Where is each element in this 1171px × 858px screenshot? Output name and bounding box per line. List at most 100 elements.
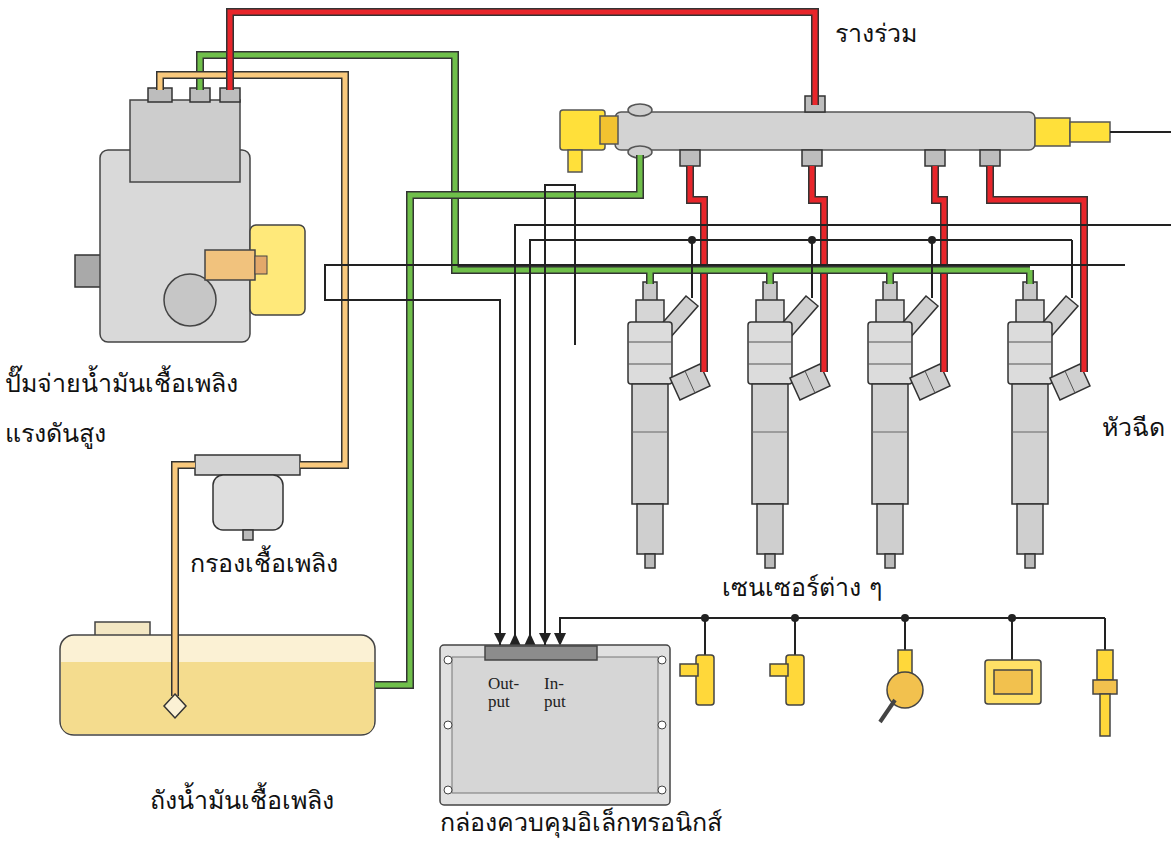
pipe-fill [160, 75, 345, 465]
injector-symbol [1008, 282, 1090, 568]
node-text: แรงดันสูง [5, 418, 106, 449]
pump-drawing [220, 88, 240, 102]
filter-drawing [195, 455, 300, 540]
common-rail: รางร่วม [560, 105, 1125, 155]
filter-drawing [243, 530, 253, 540]
node-text: In- put [544, 675, 588, 711]
rail-drawing [925, 150, 945, 166]
tank-drawing [171, 635, 179, 696]
return-line [200, 55, 1030, 284]
junction-dot [791, 614, 799, 622]
tank-drawing [173, 635, 178, 696]
filter-drawing [195, 455, 300, 475]
ecu-box: Out- putIn- putกล่องควบคุมอิเล็กทรอนิกส์ [440, 645, 670, 805]
sensor-symbol [770, 664, 788, 676]
node-title: ถังน้ำมันเชื้อเพลิง [150, 785, 334, 816]
injector-label: หัวฉีด [1102, 412, 1165, 443]
injector-symbol [748, 282, 830, 568]
sensor-symbol [1093, 680, 1117, 694]
pump-box: ปั๊มจ่ายน้ำมันเชื้อเพลิงแรงดันสูง [75, 90, 305, 345]
fuel-pipe [375, 155, 640, 685]
sensor-symbol [1097, 650, 1113, 680]
arrow-head [509, 633, 521, 646]
rail-drawing [568, 150, 582, 172]
sensor-symbol [1100, 694, 1110, 736]
rail-drawing [1070, 122, 1110, 142]
rail-drawing [680, 150, 700, 166]
rail-drawing [628, 104, 652, 116]
junction-dot [901, 614, 909, 622]
arrow-head [539, 633, 551, 645]
sensor-symbol [680, 650, 1117, 736]
ecu-drawing [444, 786, 452, 794]
rail-drawing [560, 110, 605, 150]
sensor-symbol [985, 660, 1041, 704]
rail-drawing [802, 150, 822, 166]
junction-dot [688, 236, 696, 244]
sensor-symbol [898, 650, 912, 674]
junction-dot [808, 236, 816, 244]
pipe-outline [160, 75, 345, 465]
injector-group [628, 282, 1090, 568]
pump-drawing [205, 250, 255, 280]
signal-wire [515, 225, 1171, 660]
return-line [200, 55, 1030, 284]
node-title: รางร่วม [835, 18, 917, 49]
signal-wire [325, 265, 1125, 645]
pump-drawing [190, 88, 210, 102]
ecu-drawing [658, 786, 666, 794]
fuel-pipe [160, 75, 345, 465]
ecu-drawing [444, 721, 452, 729]
arrow-head [494, 633, 506, 645]
rail-drawing [1035, 118, 1070, 146]
ecu-drawing [658, 721, 666, 729]
pipe-outline [375, 155, 640, 685]
pipe-fill [230, 12, 815, 105]
rail-drawing [560, 96, 1171, 172]
wire-line [545, 185, 575, 645]
arrow-head [554, 633, 566, 646]
junction-dot [928, 236, 936, 244]
pump-drawing [250, 225, 305, 315]
wire-line [325, 265, 1125, 645]
tank-drawing [60, 622, 375, 735]
sensor-symbol [786, 655, 804, 705]
ecu-drawing [440, 645, 670, 805]
fuel-pipe [230, 12, 815, 105]
pump-drawing [164, 274, 216, 326]
sensor-symbol [680, 664, 698, 676]
arrow-head [524, 633, 536, 646]
ecu-drawing [444, 656, 452, 664]
node-title: Out- put [488, 675, 532, 711]
pump-drawing [255, 256, 267, 274]
tank-box: ถังน้ำมันเชื้อเพลิง [60, 635, 375, 735]
pump-drawing [75, 88, 305, 342]
rail-drawing [1110, 131, 1171, 133]
arrow-head [509, 633, 566, 646]
sensor-label: เซนเซอร์ต่าง ๆ [722, 572, 882, 603]
filter-drawing [213, 475, 283, 530]
sensor-symbol [696, 655, 714, 705]
rail-drawing [980, 150, 1000, 166]
pipe-fill [375, 155, 640, 685]
tank-drawing [164, 694, 186, 718]
injector-symbol [628, 282, 710, 568]
sensor-symbol [994, 670, 1032, 694]
ecu-drawing [440, 645, 670, 805]
tank-drawing [61, 662, 374, 734]
sensor-symbol [880, 700, 895, 722]
pump-drawing [130, 100, 240, 182]
signal-wire [539, 185, 575, 645]
ecu-drawing [485, 646, 597, 660]
pump-drawing [75, 255, 102, 287]
ecu-drawing [452, 657, 658, 793]
return-line [200, 55, 1030, 284]
junction-dot [701, 614, 709, 622]
pipe-outline [230, 12, 815, 105]
signal-wire [515, 225, 1171, 645]
junction-dot [1008, 614, 1016, 622]
node-title: กรองเชื้อเพลิง [190, 548, 338, 579]
